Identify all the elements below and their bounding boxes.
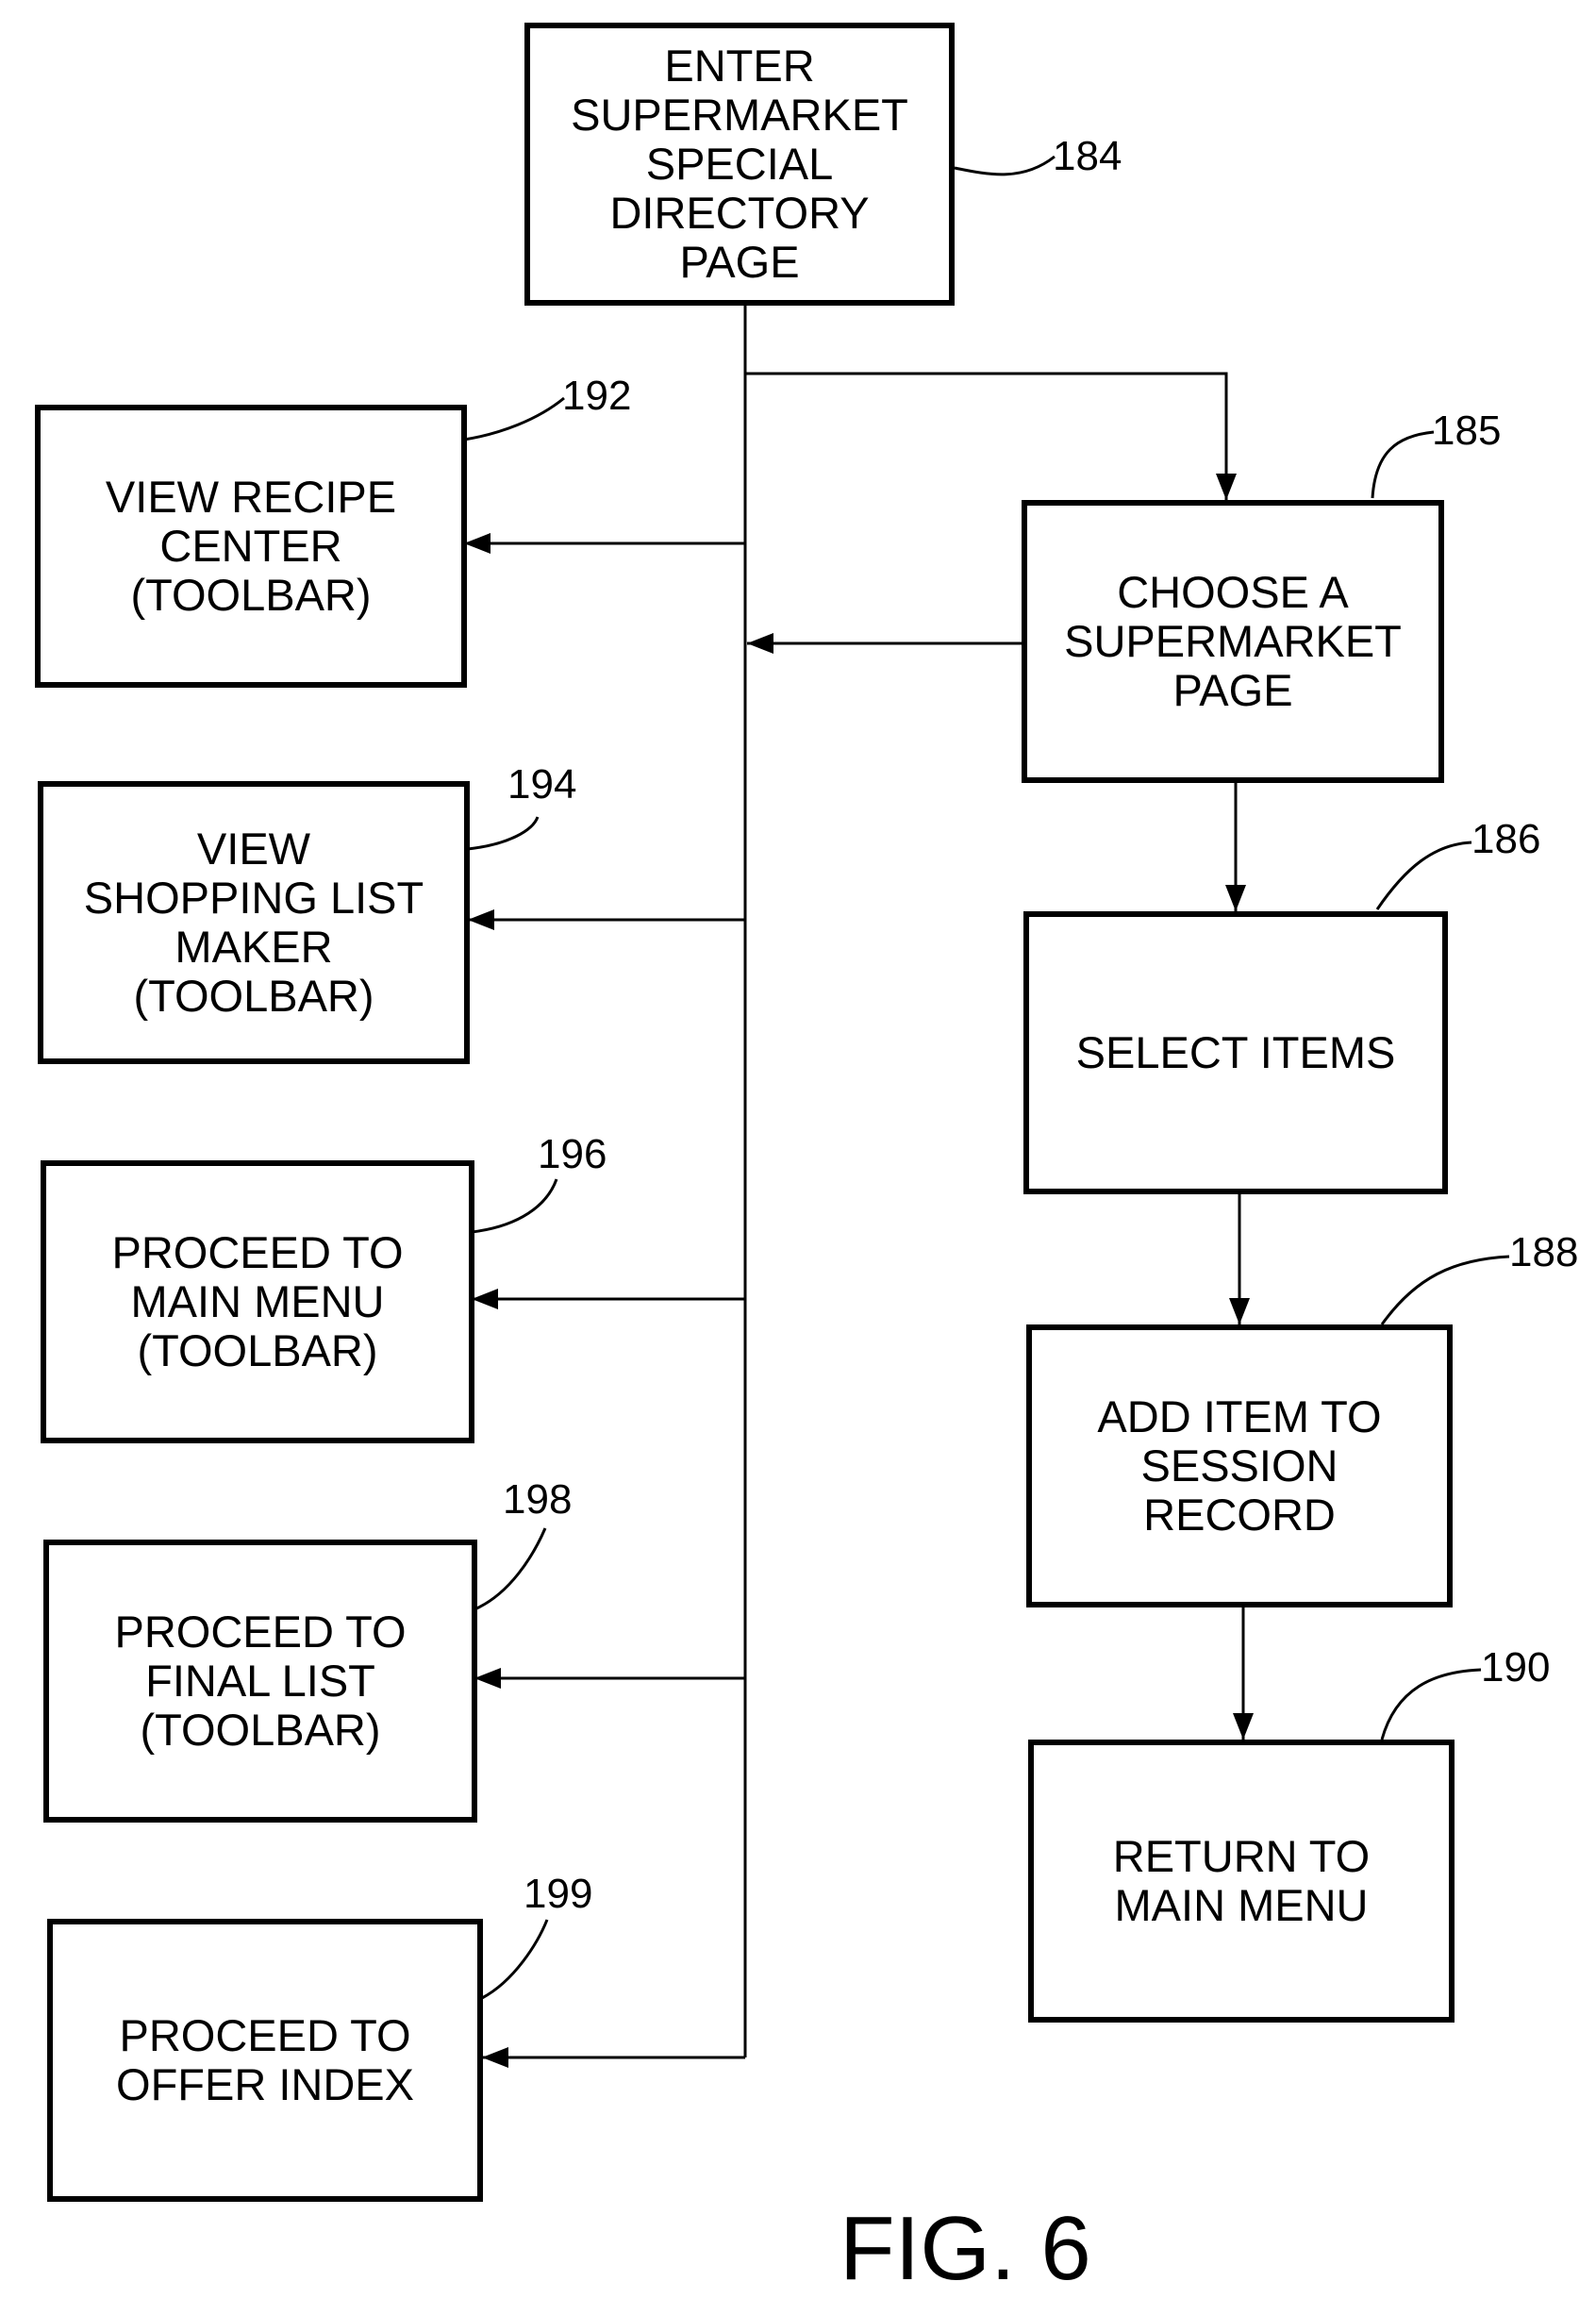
step-view-recipe-label: VIEW RECIPE CENTER (TOOLBAR) [105, 472, 397, 620]
leader-198 [474, 1527, 547, 1611]
ref-184: 184 [1053, 133, 1122, 179]
step-enter-directory: ENTER SUPERMARKET SPECIAL DIRECTORY PAGE [524, 23, 955, 306]
ref-188: 188 [1509, 1229, 1579, 1275]
ref-196: 196 [538, 1131, 607, 1177]
leader-184 [954, 155, 1056, 176]
step-view-shopping-label: VIEW SHOPPING LIST MAKER (TOOLBAR) [83, 824, 424, 1021]
leader-188 [1380, 1255, 1510, 1325]
step-proceed-offer: PROCEED TO OFFER INDEX [47, 1919, 483, 2202]
step-proceed-main: PROCEED TO MAIN MENU (TOOLBAR) [41, 1160, 474, 1443]
leader-192 [463, 396, 565, 441]
step-return-main-label: RETURN TO MAIN MENU [1112, 1831, 1371, 1930]
ref-190: 190 [1481, 1644, 1551, 1690]
branch-to-choose [745, 372, 1237, 500]
figure-label: FIG. 6 [840, 2198, 1091, 2299]
step-proceed-offer-label: PROCEED TO OFFER INDEX [116, 2010, 414, 2109]
ref-186: 186 [1471, 816, 1541, 862]
step-view-shopping: VIEW SHOPPING LIST MAKER (TOOLBAR) [38, 781, 470, 1064]
step-choose-supermarket-label: CHOOSE A SUPERMARKET PAGE [1064, 567, 1402, 715]
leader-190 [1380, 1668, 1482, 1740]
step-enter-directory-label: ENTER SUPERMARKET SPECIAL DIRECTORY PAGE [571, 41, 908, 287]
ref-192: 192 [562, 373, 632, 419]
ref-185: 185 [1432, 408, 1502, 454]
step-proceed-main-label: PROCEED TO MAIN MENU (TOOLBAR) [111, 1227, 404, 1375]
leader-199 [481, 1919, 549, 2000]
step-proceed-final-label: PROCEED TO FINAL LIST (TOOLBAR) [114, 1607, 407, 1755]
ref-194: 194 [507, 761, 577, 808]
step-select-items-label: SELECT ITEMS [1075, 1027, 1396, 1077]
step-add-item: ADD ITEM TO SESSION RECORD [1026, 1324, 1453, 1607]
step-add-item-label: ADD ITEM TO SESSION RECORD [1097, 1391, 1382, 1540]
step-return-main: RETURN TO MAIN MENU [1028, 1740, 1455, 2023]
ref-198: 198 [503, 1476, 573, 1523]
step-view-recipe: VIEW RECIPE CENTER (TOOLBAR) [35, 405, 467, 688]
leader-185 [1371, 430, 1435, 499]
step-proceed-final: PROCEED TO FINAL LIST (TOOLBAR) [43, 1540, 477, 1823]
ref-199: 199 [524, 1871, 593, 1917]
leader-194 [467, 816, 540, 851]
step-choose-supermarket: CHOOSE A SUPERMARKET PAGE [1022, 500, 1444, 783]
leader-196 [471, 1178, 558, 1234]
leader-186 [1375, 841, 1472, 910]
step-select-items: SELECT ITEMS [1023, 911, 1448, 1194]
